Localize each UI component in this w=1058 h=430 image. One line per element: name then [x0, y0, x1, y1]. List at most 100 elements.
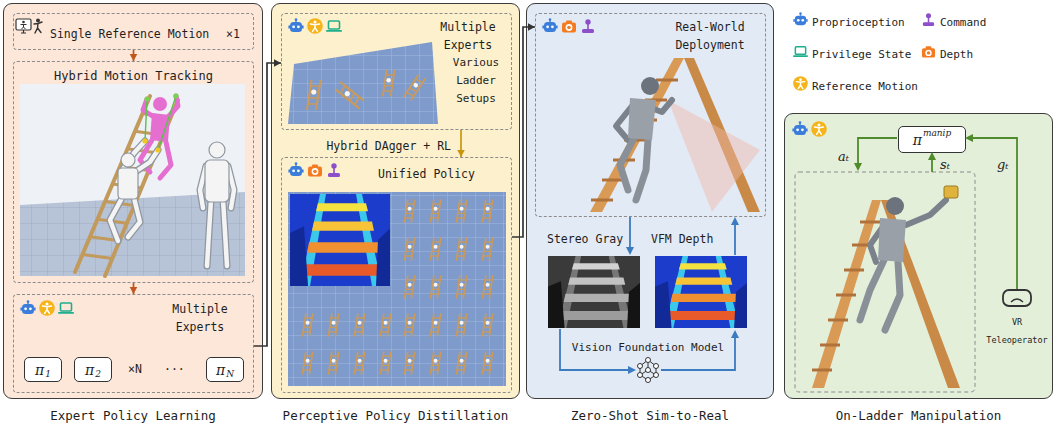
- input-icons: [288, 162, 303, 176]
- manipulation-scene: [795, 172, 975, 392]
- tracking-scene: [83, 114, 171, 259]
- control-loop: [972, 138, 1017, 289]
- ladder-setups: [334, 82, 367, 109]
- parallel-envs: [482, 199, 493, 222]
- ellipsis: ...: [164, 359, 185, 373]
- count-label: ×1: [226, 27, 240, 41]
- vision-pipeline: [731, 217, 739, 225]
- vision-pipeline: [626, 247, 634, 255]
- input-icons: [288, 162, 340, 177]
- foundation-model-icon: [654, 364, 659, 369]
- input-icons: [811, 121, 827, 137]
- foundation-model-icon: [646, 368, 651, 373]
- text-slot: Depth: [940, 44, 973, 62]
- foundation-model-icon: [638, 364, 643, 369]
- policy-box: π1: [24, 357, 62, 382]
- text-slot: Command: [940, 12, 986, 30]
- tracking-markers: [142, 93, 178, 152]
- ladder-setups: [404, 73, 426, 102]
- text-slot: Stereo Gray: [547, 229, 623, 247]
- parallel-envs: [482, 275, 493, 298]
- reference-motion-icon: [21, 30, 26, 33]
- vr-headset-icon: [1011, 299, 1023, 302]
- vr-headset-icon: [1003, 290, 1031, 306]
- foundation-model-icon: [646, 378, 651, 383]
- parallel-envs: [354, 313, 365, 336]
- legend-icon: [922, 46, 935, 57]
- parallel-envs: [288, 192, 506, 386]
- control-loop: [965, 134, 973, 142]
- parallel-envs: [404, 351, 415, 374]
- connector-arrow: [457, 130, 465, 157]
- parallel-envs: [404, 237, 415, 260]
- foundation-model-icon: [654, 373, 659, 378]
- robot-figure: [200, 142, 234, 266]
- input-icons: [20, 300, 73, 316]
- parallel-envs: [302, 351, 313, 374]
- legend-text: Command: [940, 16, 986, 29]
- policy-box: πmanip: [898, 126, 966, 153]
- parallel-envs: [404, 275, 415, 298]
- connector-line: [254, 63, 281, 346]
- input-icons: [792, 121, 807, 135]
- manipulation-scene: [878, 218, 906, 262]
- reference-motion-icon: [22, 21, 25, 24]
- device-label: VR Teleoperator: [986, 317, 1047, 345]
- input-icons: [307, 18, 323, 34]
- text-slot: gₜ: [997, 155, 1009, 173]
- reference-motion-icon: [21, 24, 27, 29]
- manipulation-scene: [860, 260, 900, 330]
- input-icons: [328, 163, 340, 177]
- signal-label: sₜ: [940, 157, 950, 172]
- deployment-scene: [591, 80, 678, 200]
- legend-icon: [793, 12, 807, 25]
- policy-symbol: π: [35, 363, 44, 377]
- legend-icon: [923, 13, 934, 26]
- text-slot: ...: [164, 356, 185, 374]
- sensor-images: [548, 256, 640, 328]
- robot-figure: [209, 142, 225, 158]
- foundation-model-icon: [646, 358, 651, 363]
- foundation-model-icon: [638, 373, 643, 378]
- model-label: Vision Foundation Model: [572, 341, 724, 354]
- input-icons: [792, 121, 826, 137]
- parallel-envs: [456, 313, 467, 336]
- box-title: Multiple Experts: [172, 302, 227, 334]
- ladder-setups: [383, 70, 395, 97]
- parallel-envs: [482, 351, 493, 374]
- policy-index: 2: [95, 370, 101, 379]
- robot-figure: [205, 160, 229, 202]
- input-icons: [288, 18, 341, 34]
- manipulation-scene: [870, 200, 946, 262]
- deployment-scene: [620, 138, 648, 200]
- text-slot: Various Ladder Setups: [446, 52, 506, 106]
- input-icons: [39, 300, 55, 316]
- parallel-envs: [430, 313, 441, 336]
- vision-pipeline: [628, 366, 636, 374]
- policy-index: manip: [923, 129, 951, 138]
- text-slot: Hybrid Motion Tracking: [14, 66, 253, 84]
- manipulation-scene: [795, 172, 975, 392]
- control-loop: [858, 138, 897, 164]
- legend-icon: [921, 12, 936, 27]
- reference-motion-icon: [16, 19, 31, 30]
- control-loop: [931, 159, 933, 172]
- reference-motion-icon: [36, 19, 40, 23]
- legend-icon: [921, 44, 936, 59]
- reference-motion-icon: [34, 22, 42, 33]
- box-title: Single Reference Motion: [50, 27, 209, 41]
- input-icons: [308, 164, 322, 176]
- connector-line: [512, 27, 535, 237]
- deployment-scene: [641, 77, 659, 95]
- policy-box: πN: [206, 357, 244, 382]
- deployment-scene: [628, 98, 656, 140]
- parallel-envs: [404, 199, 415, 222]
- stream-label: VFM Depth: [651, 232, 713, 246]
- tracking-scene: [20, 84, 245, 276]
- tracking-markers: [142, 138, 147, 143]
- input-icons: [59, 303, 73, 313]
- sensor-images: [655, 256, 747, 328]
- ladder-setups: [288, 42, 438, 124]
- edge-label: Hybrid DAgger + RL: [324, 139, 453, 153]
